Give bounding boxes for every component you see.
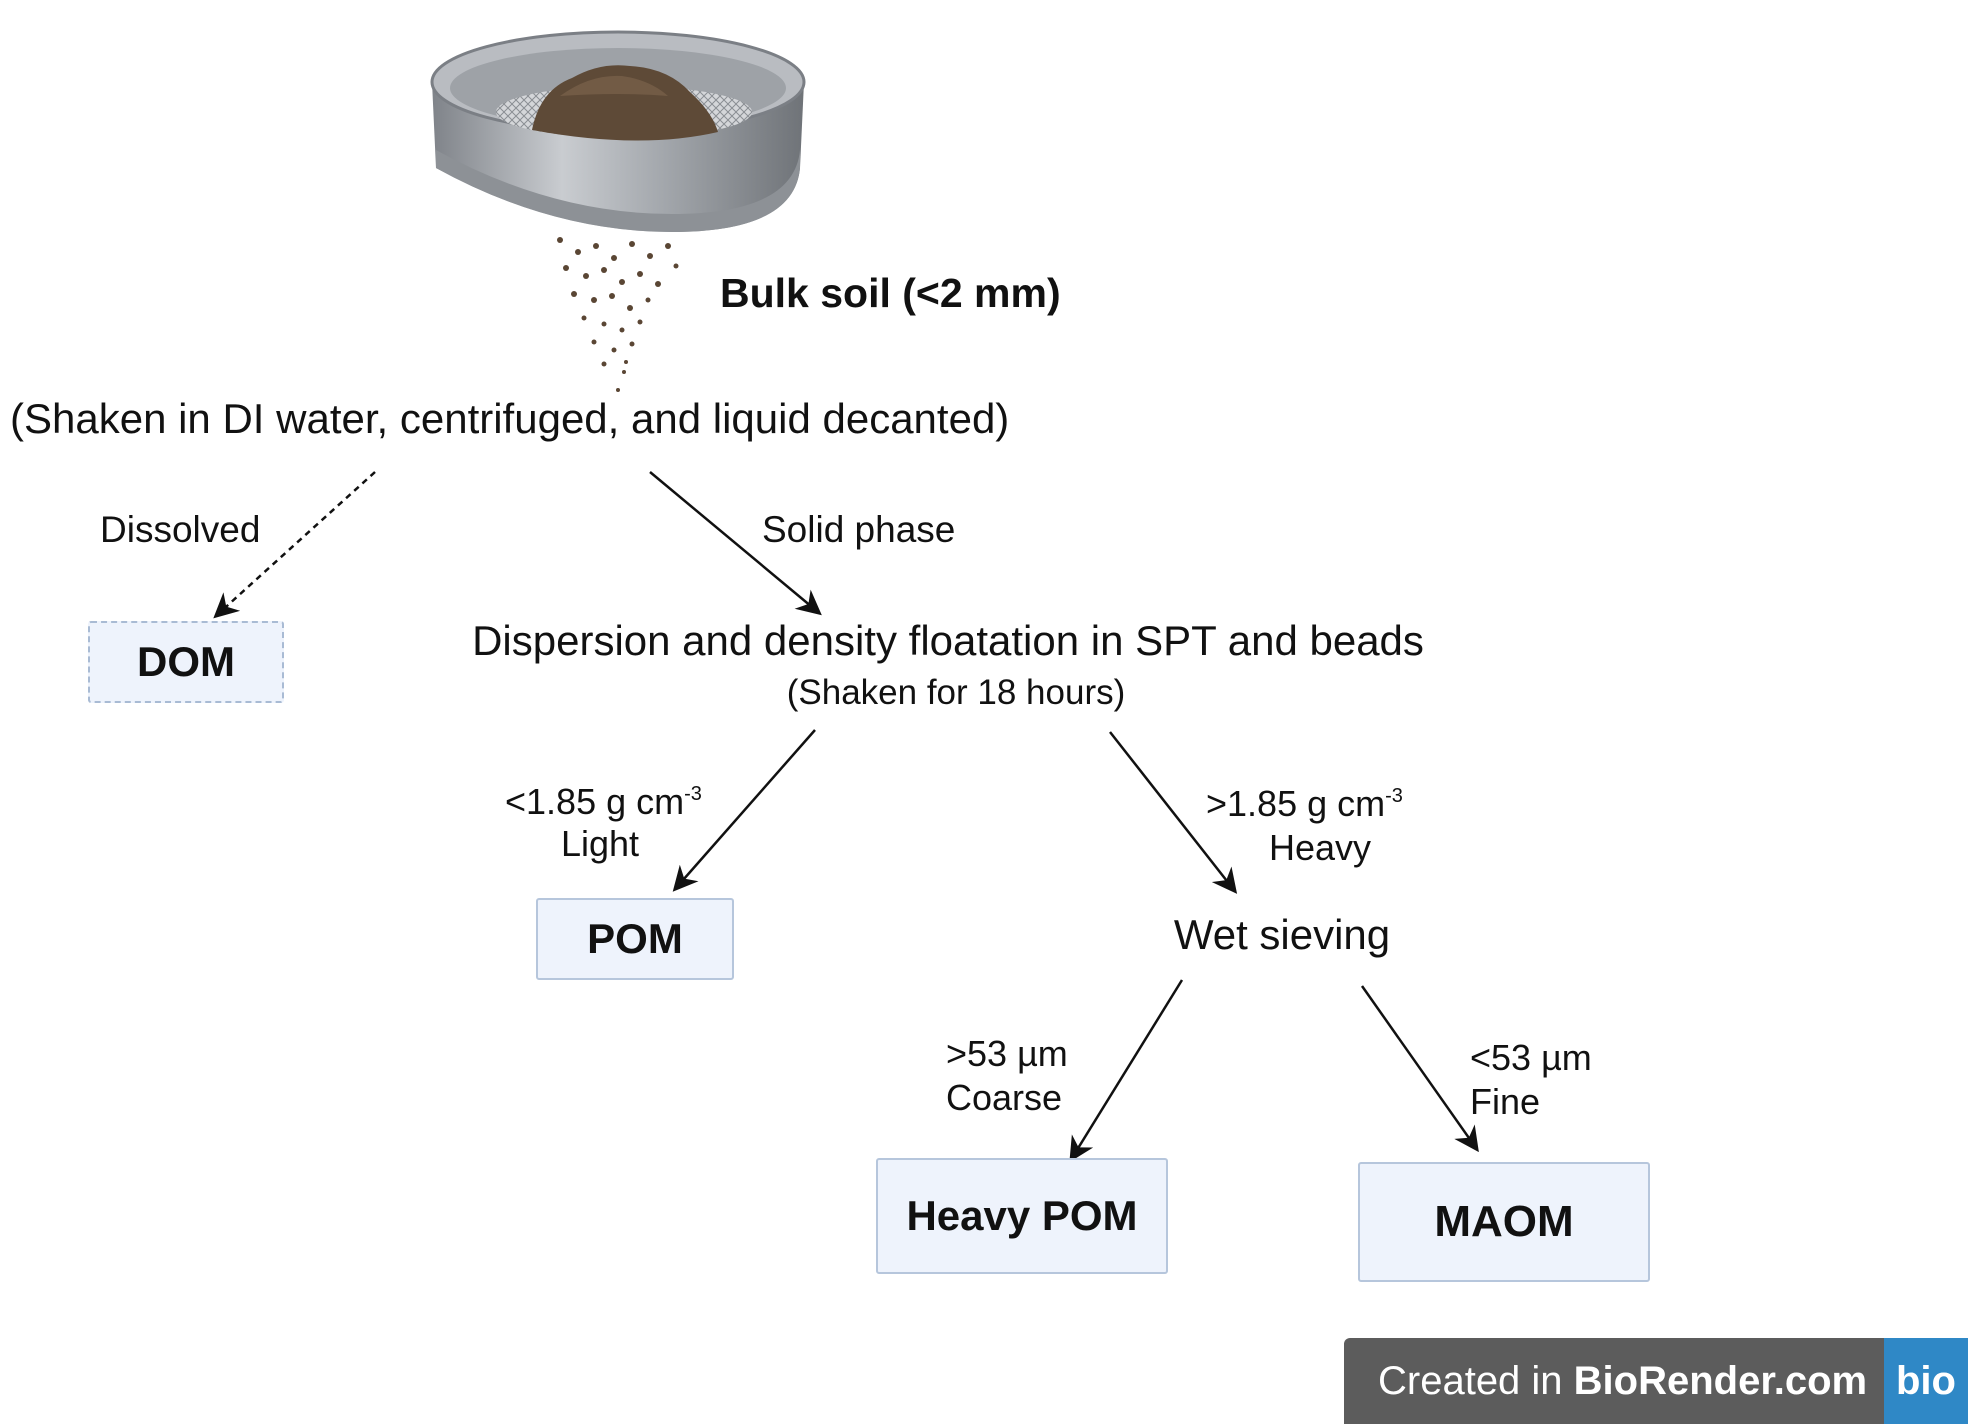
maom-box-label: MAOM [1434,1197,1574,1246]
arrow-to-heavy-pom [1069,979,1184,1163]
coarse-size: >53 µm [946,1033,1068,1074]
coarse-label: Coarse [946,1077,1063,1118]
badge-prefix: Created in [1378,1358,1574,1403]
light-density: <1.85 g cm-3 [505,784,702,820]
step2-main: Dispersion and density floatation in SPT… [472,617,1424,664]
pom-box-label: POM [587,915,683,962]
sieve-illustration [430,30,806,392]
heavy-pom-box: Heavy POM [876,1158,1168,1274]
arrow-to-dispersion [649,471,822,616]
falling-soil-particles [557,237,679,392]
light-density-exponent: -3 [684,783,702,805]
arrow-to-wet-sieving [1109,731,1238,894]
dom-box-label: DOM [137,638,235,685]
arrow-to-pom [672,729,816,892]
light-density-prefix: <1.85 g cm [505,781,685,822]
wet-sieving-label: Wet sieving [1173,911,1391,958]
heavy-density-prefix: >1.85 g cm [1206,783,1386,824]
dom-box: DOM [88,621,284,703]
heavy-pom-box-label: Heavy POM [906,1192,1138,1239]
badge-brand: BioRender.com [1573,1358,1868,1403]
arrow-to-dom [213,471,376,619]
dissolved-label: Dissolved [100,509,261,550]
step2-sub: (Shaken for 18 hours) [786,673,1126,712]
solid-phase-label: Solid phase [762,509,956,550]
arrow-to-maom [1360,985,1479,1153]
light-label: Light [560,823,640,864]
biorender-logo-text: bio [1896,1358,1956,1403]
biorender-badge-text: Created in BioRender.com [1344,1359,1867,1404]
biorender-badge: Created in BioRender.com bio [1344,1338,1968,1424]
fine-label: Fine [1470,1081,1541,1122]
heavy-label: Heavy [1268,827,1372,868]
biorender-logo: bio [1884,1338,1968,1424]
pom-box: POM [536,898,734,980]
heavy-density-exponent: -3 [1385,785,1403,807]
bulk-soil-title: Bulk soil (<2 mm) [720,270,1061,316]
step1-description: (Shaken in DI water, centrifuged, and li… [10,395,1010,442]
heavy-density: >1.85 g cm-3 [1206,786,1403,822]
soil-pile [532,65,718,141]
fine-size: <53 µm [1470,1037,1592,1078]
maom-box: MAOM [1358,1162,1650,1282]
